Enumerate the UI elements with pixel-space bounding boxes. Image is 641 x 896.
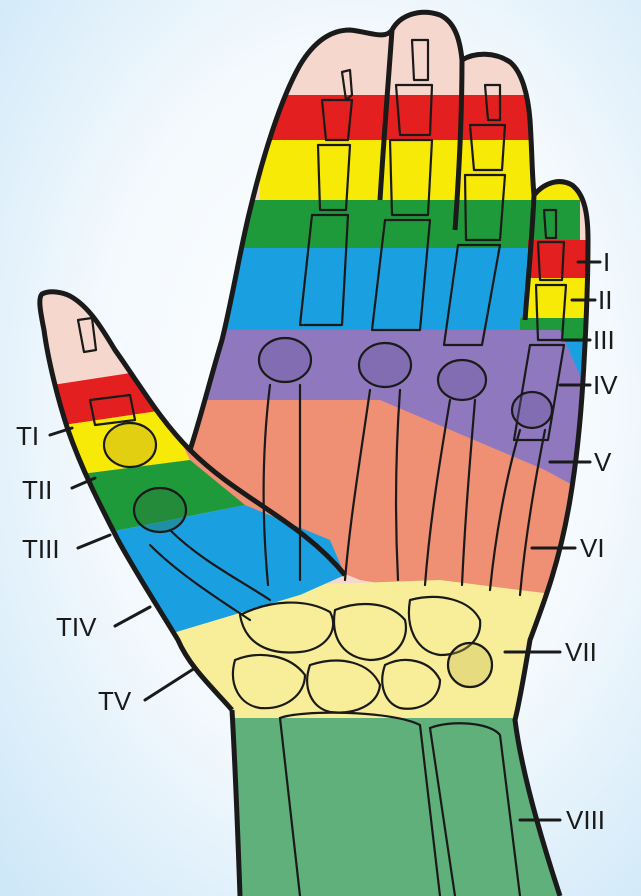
zone-label-III: III	[593, 325, 615, 355]
zone-label-TIII: TIII	[22, 534, 60, 564]
zone-label-VIII: VIII	[566, 805, 605, 835]
zone-label-TIV: TIV	[56, 612, 97, 642]
zone-label-IV: IV	[593, 370, 618, 400]
zone-label-VII: VII	[565, 637, 597, 667]
zone-label-TII: TII	[22, 475, 52, 505]
zone-label-TI: TI	[16, 421, 39, 451]
zone-label-II: II	[598, 285, 612, 315]
zone-label-V: V	[594, 447, 612, 477]
zone-label-VI: VI	[580, 533, 605, 563]
zone-label-TV: TV	[98, 686, 132, 716]
zone-label-I: I	[603, 247, 610, 277]
